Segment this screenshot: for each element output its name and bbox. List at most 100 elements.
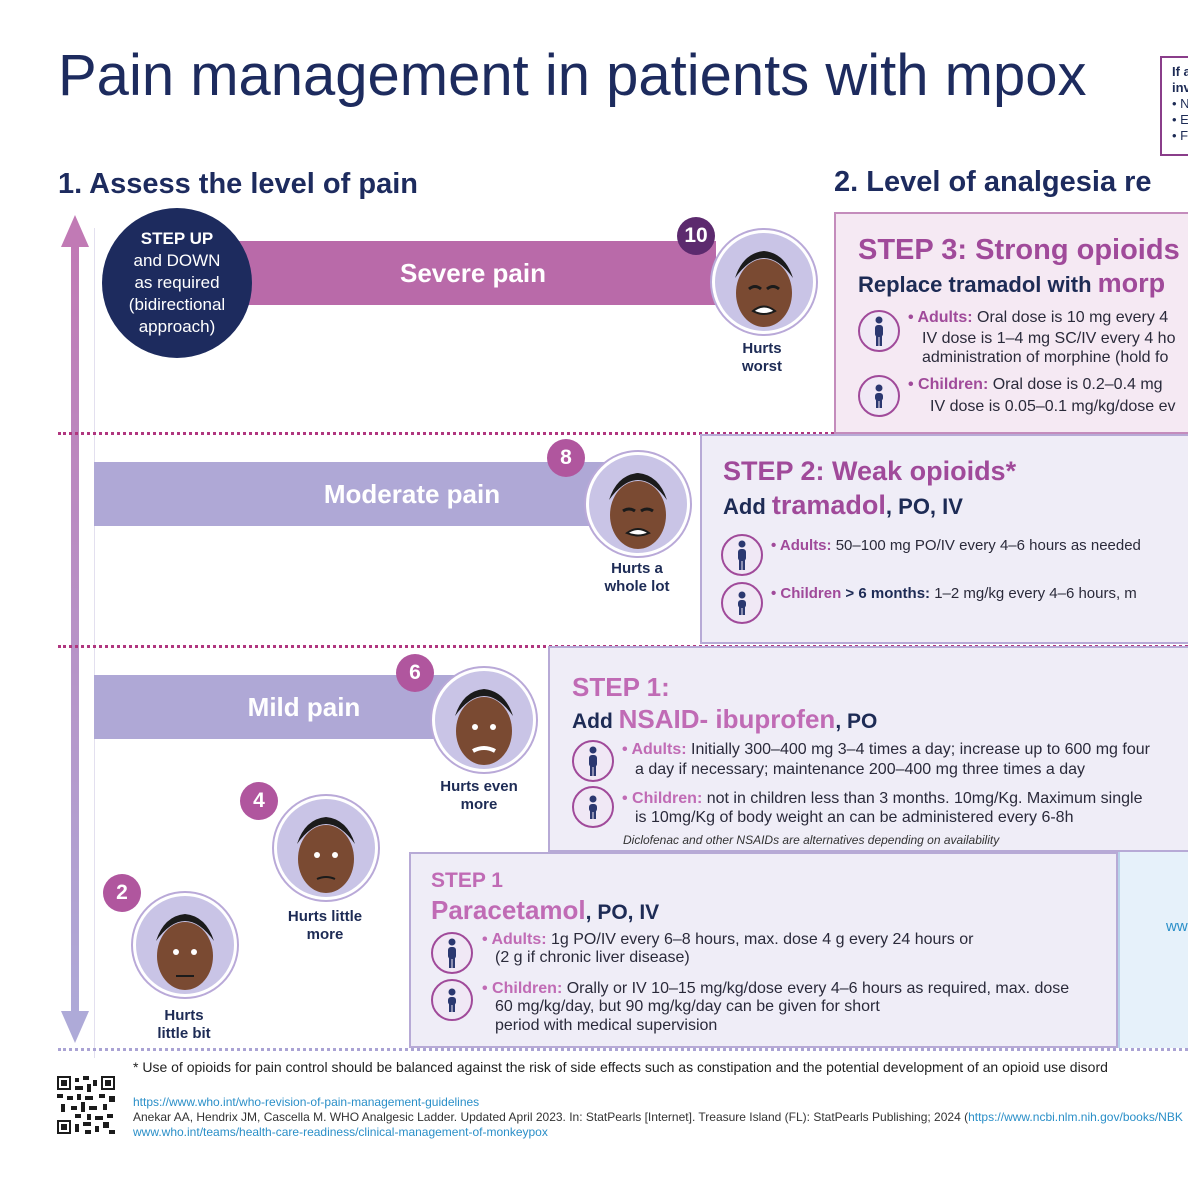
mild-pain-label: Mild pain [247,691,361,722]
pain-score-badge: 10 [677,217,715,255]
face-label-line2: worst [741,358,782,375]
step2-drug: tramadol [771,490,886,520]
face-hurts-little-bit [133,893,237,997]
qr-code-icon[interactable] [57,1076,115,1134]
dose-text: Initially 300–400 mg 3–4 times a day; in… [686,741,1150,758]
separator-dotted [58,1048,1188,1051]
child-icon [431,979,473,1021]
step1b-drug: NSAID- ibuprofen [618,704,836,734]
note-line: • N [1172,96,1188,111]
note-line: If a [1172,64,1188,79]
face-hurts-even-more [432,668,536,772]
stepup-line3: as required [134,273,220,292]
face-label-line1: Hurts little [287,908,363,925]
step1b-children: • Children: not in children less than 3 … [622,789,1142,809]
section-analgesia-heading: 2. Level of analgesia re [834,166,1152,198]
children-label: • Children: [482,980,563,997]
side-panel [1118,852,1188,1048]
step1a-drug: Paracetamol [431,895,586,925]
step1b-sub-prefix: Add [572,710,619,733]
face-label-line1: Hurts a [611,560,663,577]
step2-adults: • Adults: 50–100 mg PO/IV every 4–6 hour… [771,536,1141,556]
adult-icon [572,740,614,782]
face-hurts-whole-lot [586,452,690,556]
note-line: • F [1172,128,1188,143]
adults-label: • Adults: [482,931,547,948]
ref-link-who-pain[interactable]: https://www.who.int/who-revision-of-pain… [133,1095,480,1109]
step3-title: STEP 3: Strong opioids [858,234,1180,266]
step3-adults-l2: IV dose is 1–4 mg SC/IV every 4 ho [922,330,1176,347]
face-label-line2: whole lot [604,578,670,595]
adult-icon [858,310,900,352]
side-panel-link[interactable]: ww [1166,918,1188,935]
children-label: • Children: [908,376,989,393]
adult-icon [721,534,763,576]
ref-link-ncbi[interactable]: https://www.ncbi.nlm.nih.gov/books/NBK [968,1110,1183,1124]
step1b-adults-l2: a day if necessary; maintenance 200–400 … [635,761,1086,778]
step3-children: • Children: Oral dose is 0.2–0.4 mg [908,375,1163,395]
severe-pain-label: Severe pain [400,257,546,288]
face-label-line2: more [306,926,344,943]
page-title: Pain management in patients with mpox [58,43,1087,108]
pain-score-badge: 6 [396,654,434,692]
stepup-line4: (bidirectional [128,295,226,314]
dose-text: not in children less than 3 months. 10mg… [702,790,1143,807]
step1-paracetamol-subtitle: Paracetamol, PO, IV [431,895,659,926]
step1-nsaid-subtitle: Add NSAID- ibuprofen, PO [572,704,877,735]
child-icon [572,786,614,828]
face-label-line2: more [460,796,498,813]
adult-icon [431,932,473,974]
face-label-line1: Hurts [164,1007,204,1024]
pain-score-badge: 8 [547,439,585,477]
pain-scale-frame [36,228,95,1058]
stepup-line1: STEP UP [140,229,214,248]
separator-dotted [58,432,1188,435]
section-assess-heading: 1. Assess the level of pain [58,168,418,200]
pain-score-badge: 2 [103,874,141,912]
ref-citation-text: Anekar AA, Hendrix JM, Cascella M. WHO A… [133,1110,969,1124]
step1a-children-l2: 60 mg/kg/day, but 90 mg/kg/day can be gi… [495,998,880,1015]
note-line: • E [1172,112,1188,127]
stepup-line2: and DOWN [133,251,221,270]
child-icon [858,375,900,417]
note-box: If a inv • N • E • F [1160,56,1188,156]
step2-route: , PO, IV [885,494,963,519]
step3-drug: morp [1097,268,1166,298]
adults-label: • Adults: [771,537,832,554]
step2-box [700,434,1188,644]
step1a-children: • Children: Orally or IV 10–15 mg/kg/dos… [482,979,1069,999]
step3-subtitle: Replace tramadol with morp [858,268,1165,299]
dose-text: Orally or IV 10–15 mg/kg/dose every 4–6 … [562,980,1070,997]
step1b-route: , PO [835,710,878,733]
child-icon [721,582,763,624]
adults-label: • Adults: [622,741,687,758]
face-label-line1: Hurts even [440,778,518,795]
step1a-children-l3: period with medical supervision [495,1017,718,1034]
step-up-down-circle: STEP UP and DOWN as required (bidirectio… [102,208,252,358]
step2-title: STEP 2: Weak opioids* [723,456,1017,486]
step1-paracetamol-box [409,852,1118,1048]
ref-link-who-mpox[interactable]: www.who.int/teams/health-care-readiness/… [133,1125,548,1139]
step3-adults-l3: administration of morphine (hold fo [922,349,1169,366]
step2-sub-prefix: Add [723,494,772,519]
dose-text: 1g PO/IV every 6–8 hours, max. dose 4 g … [546,931,974,948]
children-age: > 6 months: [841,585,931,602]
step1a-adults: • Adults: 1g PO/IV every 6–8 hours, max.… [482,930,973,950]
moderate-pain-label: Moderate pain [323,478,501,509]
dose-text: 1–2 mg/kg every 4–6 hours, m [930,585,1137,602]
step1b-children-l2: is 10mg/Kg of body weight an can be admi… [635,809,1074,826]
step1b-adults: • Adults: Initially 300–400 mg 3–4 times… [622,740,1150,760]
step2-subtitle: Add tramadol, PO, IV [723,490,963,521]
step1a-route: , PO, IV [585,901,660,924]
adults-label: • Adults: [908,309,973,326]
severe-pain-bar: Severe pain [230,241,716,305]
face-label-line2: little bit [157,1025,211,1042]
children-label: • Children: [622,790,703,807]
face-hurts-little-more [274,796,378,900]
bidirectional-arrow-icon [61,215,89,1043]
mild-pain-bar: Mild pain [94,675,454,739]
step1-paracetamol-title: STEP 1 [431,869,503,892]
